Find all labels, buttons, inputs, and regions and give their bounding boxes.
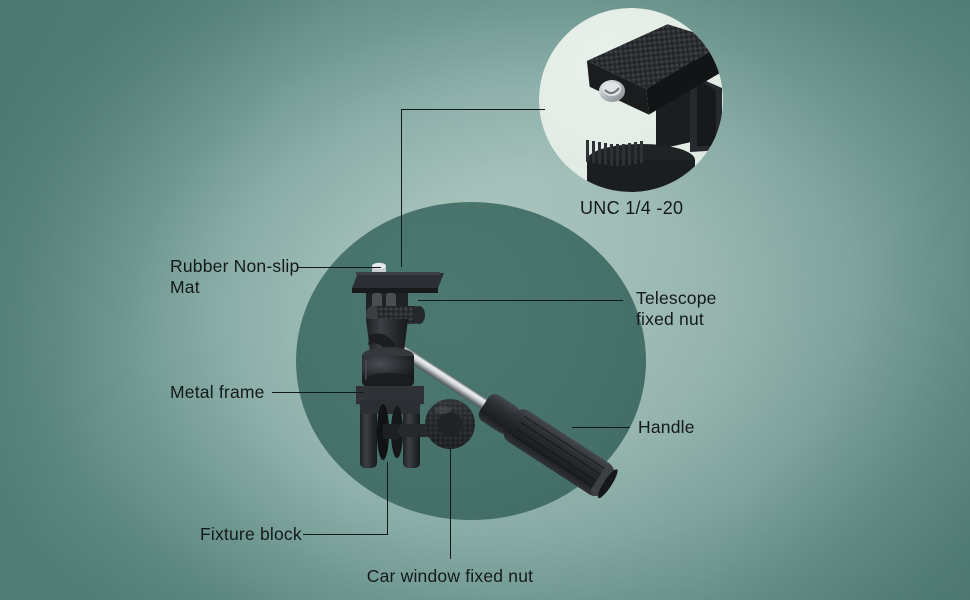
leader-fixture-block-vertical [387, 462, 389, 535]
leader-rubber-non-slip-mat [297, 267, 381, 269]
callout-label-fixture-block: Fixture block [200, 524, 302, 544]
inset-caption: UNC 1/4 -20 [580, 198, 684, 218]
leader-fixture-block-horizontal [303, 534, 388, 536]
leader-unc-horizontal [401, 109, 545, 111]
callout-label-metal-frame: Metal frame [170, 382, 265, 402]
callout-label-handle: Handle [638, 417, 695, 437]
leader-metal-frame [272, 392, 364, 394]
callout-label-telescope-fixed-nut: Telescope fixed nut [636, 288, 717, 329]
callout-label-car-window-fixed-nut: Car window fixed nut [366, 566, 534, 586]
callout-label-rubber-non-slip-mat: Rubber Non-slip Mat [170, 256, 300, 297]
leader-unc-vertical [401, 109, 403, 267]
leader-handle [572, 427, 630, 429]
leader-telescope-fixed-nut [418, 300, 623, 302]
leader-car-window-fixed-nut [450, 448, 452, 559]
